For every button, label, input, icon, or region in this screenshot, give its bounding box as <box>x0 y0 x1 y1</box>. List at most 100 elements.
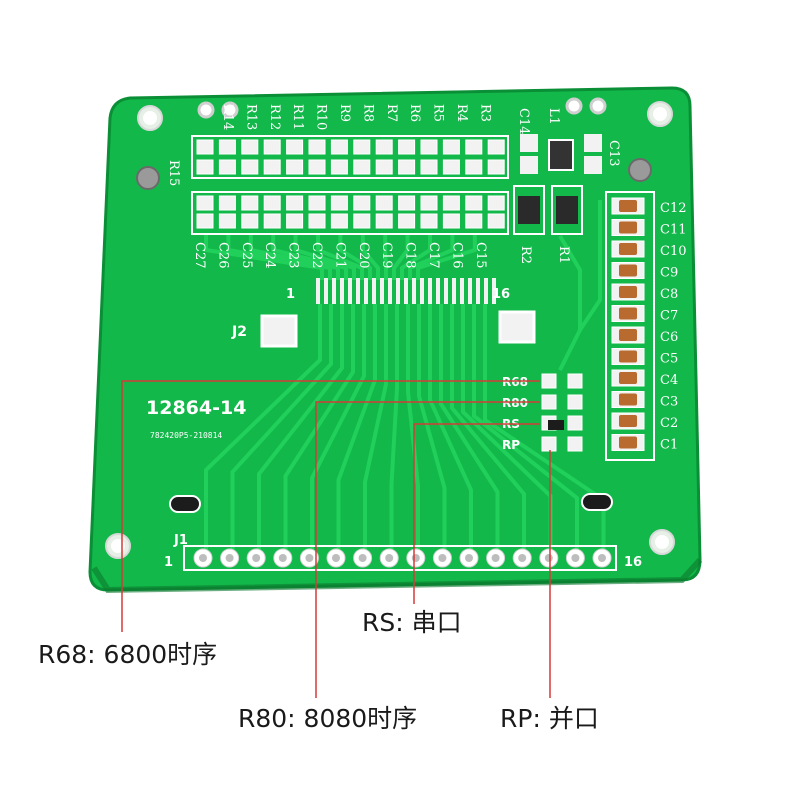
capacitor <box>619 286 637 298</box>
fpc-pin-first: 1 <box>286 287 295 302</box>
j1-label: J1 <box>173 533 188 548</box>
resistor-label: R12 <box>267 104 282 130</box>
resistor-pad <box>420 213 438 229</box>
header-pin-first: 1 <box>164 555 173 570</box>
resistor-pad <box>420 139 438 155</box>
fpc-finger <box>388 278 392 304</box>
resistor-pad <box>263 139 281 155</box>
l1-area <box>513 134 602 235</box>
fpc-finger <box>324 278 328 304</box>
j2-label: J2 <box>231 324 247 340</box>
resistor-pad <box>465 195 483 211</box>
header-pin-hole <box>252 554 261 562</box>
jumper-label: RP <box>502 438 520 452</box>
pad-grid-frame <box>191 135 509 179</box>
resistor-pad <box>263 159 281 175</box>
header-pin-hole <box>199 554 207 562</box>
resistor-pad <box>353 159 371 175</box>
resistor-pad <box>241 139 259 155</box>
header-pin-hole <box>278 554 287 562</box>
capacitor-label: C23 <box>286 242 301 269</box>
fpc-finger <box>348 278 352 304</box>
capacitor <box>619 436 637 449</box>
trace <box>293 234 356 280</box>
trace <box>406 304 420 556</box>
capacitor-label: C17 <box>426 242 441 269</box>
board-model: 12864-14 <box>146 397 246 419</box>
jumper-label: R80 <box>502 396 528 410</box>
capacitor <box>619 415 637 427</box>
pad-grid-frame <box>191 191 509 235</box>
resistor-pad <box>375 195 393 211</box>
resistor-pad <box>196 139 214 155</box>
trace <box>389 304 399 556</box>
capacitor-label: C4 <box>660 373 678 388</box>
trace <box>316 234 364 280</box>
j2-pad-right <box>498 310 536 344</box>
resistor-pad <box>330 159 348 175</box>
fpc-finger <box>460 278 464 304</box>
fpc-finger <box>396 278 400 304</box>
trace <box>336 304 377 556</box>
header-pin-hole <box>225 554 234 562</box>
resistor-pad <box>487 195 505 211</box>
resistor-pad <box>286 195 304 211</box>
r2-label: R2 <box>518 246 533 264</box>
resistor-label: R3 <box>477 104 492 122</box>
pin-header-j1 <box>193 548 612 568</box>
header-pin-hole <box>332 554 340 562</box>
callout-line-rs <box>413 423 540 604</box>
callout-rp: RP: 并口 <box>500 704 599 733</box>
resistor-pad <box>308 213 326 229</box>
trace <box>450 304 526 556</box>
jumper-pad <box>567 394 583 410</box>
trace <box>360 234 380 280</box>
c13-label: C13 <box>606 140 621 167</box>
fpc-pin-last: 16 <box>492 287 510 302</box>
resistor-pad-grid <box>191 135 509 235</box>
jumper-label: R68 <box>502 375 528 389</box>
fpc-finger <box>404 278 408 304</box>
fpc-finger <box>340 278 344 304</box>
fpc-pad-row <box>316 278 496 304</box>
trace <box>226 234 332 280</box>
resistor-pad <box>218 159 236 175</box>
header-pin-hole <box>598 554 606 562</box>
resistor-pad <box>263 213 281 229</box>
trace <box>416 234 477 280</box>
fpc-finger <box>364 278 368 304</box>
trace <box>204 304 322 556</box>
capacitor-label: C18 <box>403 242 418 269</box>
resistor-label: R11 <box>290 104 305 130</box>
trace <box>400 234 432 280</box>
resistor-pad <box>465 213 483 229</box>
header-pin-hole <box>465 554 473 562</box>
callout-line-r68 <box>121 380 540 632</box>
capacitor-label: C26 <box>215 242 230 269</box>
resistor-pad <box>442 159 460 175</box>
resistor-pad <box>487 139 505 155</box>
capacitor-label: C10 <box>660 244 687 259</box>
header-pin-last: 16 <box>624 555 642 570</box>
trace <box>472 304 579 556</box>
resistor-pad <box>375 159 393 175</box>
resistor-pad <box>487 213 505 229</box>
callout-lines <box>121 380 551 698</box>
resistor-pad <box>375 139 393 155</box>
resistor-pad <box>465 159 483 175</box>
jumper-pad <box>567 436 583 452</box>
fpc-finger <box>492 278 496 304</box>
mounting-holes <box>105 97 675 559</box>
resistor-pad <box>218 195 236 211</box>
capacitor-label: C24 <box>262 242 277 269</box>
header-pin-hole <box>358 554 367 562</box>
header-pin-hole <box>385 554 394 562</box>
resistor-pad <box>308 159 326 175</box>
fpc-finger <box>476 278 480 304</box>
capacitor-label: C8 <box>660 287 678 302</box>
trace <box>578 200 602 332</box>
resistor-pad <box>353 213 371 229</box>
trace <box>230 304 333 556</box>
